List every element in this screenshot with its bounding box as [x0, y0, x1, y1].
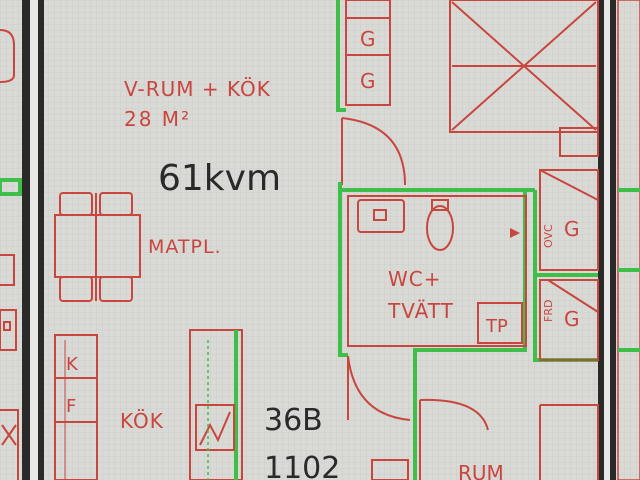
- top-storage: [336, 0, 391, 112]
- storage-g-label-1: G: [360, 27, 376, 51]
- apartment-code-label: 36B: [264, 403, 323, 438]
- ovc-label: OVC: [542, 224, 555, 248]
- room-partial-label: RUM: [458, 461, 504, 480]
- storage-g-label-2: G: [360, 69, 376, 93]
- cabinet-k-label: K: [66, 354, 79, 375]
- bathroom-door: [347, 355, 489, 480]
- kitchen-counter: [189, 329, 243, 480]
- wc-room: [338, 182, 535, 480]
- closet-g-label-2: G: [564, 307, 580, 331]
- right-edge-fragments: [539, 0, 640, 480]
- wc-label-line2: TVÄTT: [387, 299, 454, 323]
- wc-label-line1: WC+: [388, 267, 442, 291]
- dining-label: MATPL.: [148, 236, 222, 258]
- dining-table: [54, 192, 141, 302]
- left-exterior-wall: [22, 0, 44, 480]
- room-title-label: V-RUM + KÖK: [124, 77, 271, 101]
- room-area-label: 28 M²: [124, 107, 191, 131]
- cabinet-f-label: F: [66, 396, 76, 417]
- right-closets: [533, 127, 599, 362]
- kitchen-cabinets: [54, 334, 98, 480]
- entry-door: [341, 117, 406, 186]
- staircase: [449, 0, 599, 133]
- right-interior-wall: [598, 0, 616, 480]
- tp-label: TP: [485, 316, 508, 337]
- apartment-number-label: 1102: [264, 451, 340, 480]
- closet-g-label-1: G: [564, 217, 580, 241]
- kitchen-label: KÖK: [120, 409, 164, 433]
- left-edge-fragments: [0, 29, 22, 480]
- frd-label: FRD: [542, 300, 555, 322]
- total-area-label: 61kvm: [158, 158, 281, 199]
